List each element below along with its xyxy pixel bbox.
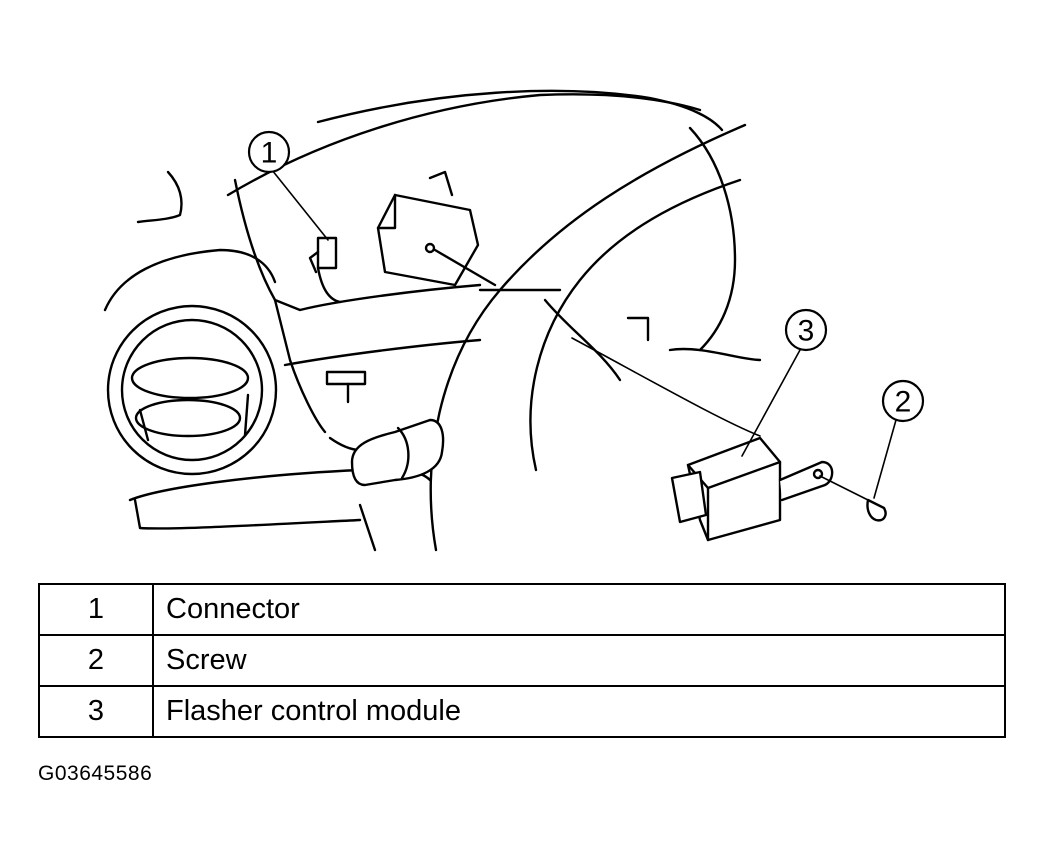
legend-row: 1 Connector (38, 583, 1006, 636)
legend-number: 2 (38, 634, 154, 687)
dashboard-illustration: 1 3 2 (103, 89, 925, 552)
connector-icon (308, 236, 342, 304)
callout-1-number: 1 (261, 137, 278, 170)
callout-2-number: 2 (895, 386, 912, 419)
legend-row: 2 Screw (38, 634, 1006, 687)
legend-number: 1 (38, 583, 154, 636)
stalk-knob-icon (350, 418, 445, 487)
legend-number: 3 (38, 685, 154, 738)
air-vent-icon (106, 304, 278, 476)
callout-2: 2 (881, 379, 925, 423)
legend-table: 1 Connector 2 Screw 3 Flasher control mo… (38, 583, 1006, 738)
steering-wheel-icon (429, 123, 762, 552)
legend-description: Flasher control module (152, 685, 1006, 738)
screw-icon (819, 475, 887, 522)
callout-3: 3 (784, 308, 828, 352)
legend-description: Screw (152, 634, 1006, 687)
legend-row: 3 Flasher control module (38, 685, 1006, 738)
callout-3-number: 3 (798, 315, 815, 348)
legend-description: Connector (152, 583, 1006, 636)
flasher-module-icon (670, 436, 834, 542)
callout-1: 1 (247, 130, 291, 174)
bracket-module-icon (376, 170, 497, 287)
figure-id: G03645586 (38, 762, 153, 785)
